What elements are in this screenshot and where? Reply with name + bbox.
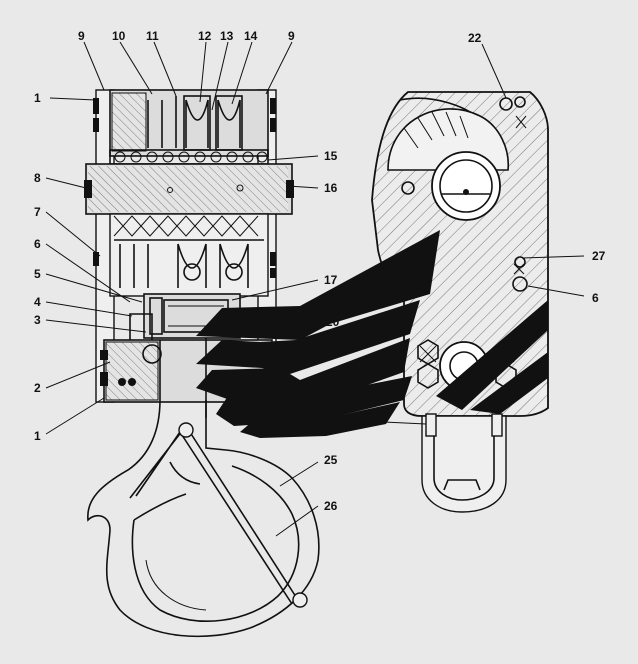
callout-1-top: 1 [34,91,41,105]
callout-7: 7 [34,205,41,219]
latch-end [292,592,308,608]
leader-lines [45,41,585,537]
callout-27: 27 [592,249,606,263]
callout-2: 2 [34,381,41,395]
callout-24: 24 [326,413,340,427]
callout-17: 17 [324,273,338,287]
upper-bolt-heads [93,98,276,132]
callout-20: 20 [326,315,340,329]
callout-25: 25 [324,453,338,467]
lower-sheave-block [93,213,276,297]
callout-5: 5 [34,267,41,281]
hook-inner-outline [131,465,300,622]
callout-8: 8 [34,171,41,185]
end-view [371,91,549,513]
callout-1-bottom: 1 [34,429,41,443]
end-view-cheek [371,91,549,417]
callout-15: 15 [324,149,338,163]
callout-12: 12 [198,29,212,43]
upper-housing-hatch [111,92,147,152]
callout-13: 13 [220,29,234,43]
callout-22: 22 [468,31,482,45]
callout-6-left: 6 [34,237,41,251]
axle-circle [431,151,501,221]
callout-14: 14 [244,29,258,43]
axle-end-nut-right [286,180,294,198]
callout-4: 4 [34,295,41,309]
callout-10: 10 [112,29,126,43]
hook-outer-outline [87,399,320,638]
safety-latch [129,425,299,605]
lower-clevis [421,415,507,513]
axle-end-nut-left [84,180,92,198]
callout-26: 26 [324,499,338,513]
callout-6-right: 6 [592,291,599,305]
callout-11: 11 [146,29,159,43]
callout-labels: 1 9 10 11 12 13 14 9 22 15 16 8 7 6 5 4 … [34,29,606,513]
stripe-band [196,230,548,438]
callout-3: 3 [34,313,41,327]
latch-pivot [178,422,194,438]
callout-9-left: 9 [78,29,85,43]
callout-16: 16 [324,181,338,195]
callout-9-right: 9 [288,29,295,43]
hook [87,399,320,638]
